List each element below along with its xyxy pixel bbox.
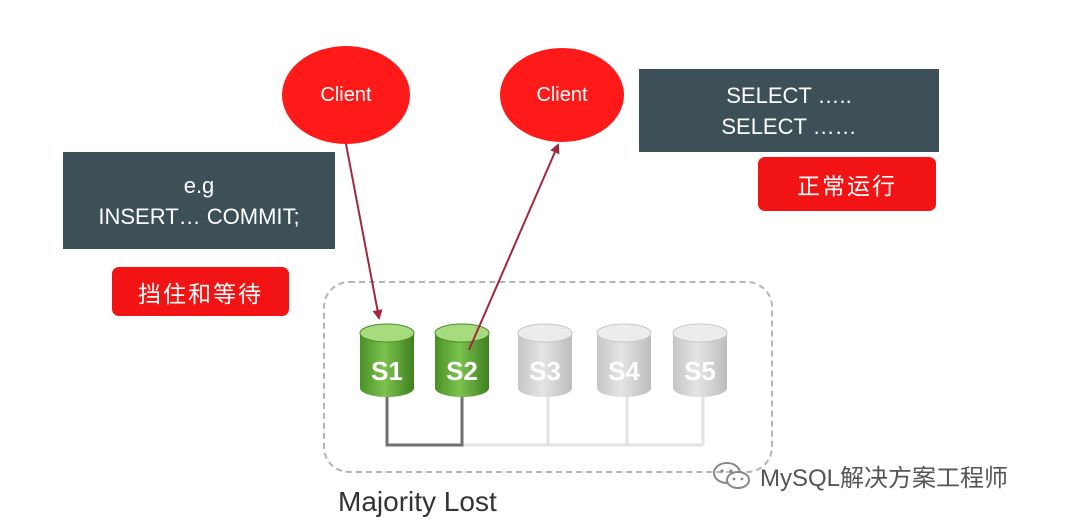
running-normally-tag: 正常运行: [758, 157, 936, 211]
read-statement-box: SELECT ….. SELECT ……: [639, 69, 939, 152]
client-node-writer: Client: [282, 46, 410, 144]
server-label: S2: [446, 356, 478, 386]
server-s5: S5: [672, 323, 728, 397]
read-statement-line-2: SELECT ……: [721, 113, 857, 139]
client-label: Client: [536, 83, 588, 106]
write-statement-line-2: INSERT… COMMIT;: [98, 203, 300, 229]
server-s4: S4: [596, 323, 652, 397]
write-statement-line-1: e.g: [183, 172, 215, 198]
wechat-watermark: MySQL解决方案工程师: [712, 458, 1008, 493]
server-group-boundary: [323, 281, 773, 473]
server-s2: S2: [434, 323, 490, 397]
watermark-text: MySQL解决方案工程师: [760, 465, 1009, 492]
server-label: S4: [608, 356, 640, 386]
client-node-reader: Client: [500, 48, 624, 142]
server-label: S5: [684, 356, 716, 386]
network-active-connector: [385, 395, 464, 447]
arrow-s2-to-client: [468, 143, 560, 351]
server-label: S1: [371, 356, 403, 386]
client-label: Client: [320, 83, 372, 106]
read-statement-line-1: SELECT …..: [726, 82, 852, 108]
write-statement-box: e.g INSERT… COMMIT;: [63, 152, 335, 249]
network-inactive-connector: [460, 395, 705, 447]
wechat-icon: [712, 460, 752, 492]
server-row: S1 S2 S3 S4 S5: [359, 323, 728, 397]
arrow-client-to-s1: [345, 143, 383, 320]
blocked-waiting-tag: 挡住和等待: [112, 267, 289, 316]
server-s1: S1: [359, 323, 415, 397]
server-label: S3: [529, 356, 561, 386]
majority-lost-caption: Majority Lost: [338, 486, 497, 517]
server-s3: S3: [517, 323, 573, 397]
